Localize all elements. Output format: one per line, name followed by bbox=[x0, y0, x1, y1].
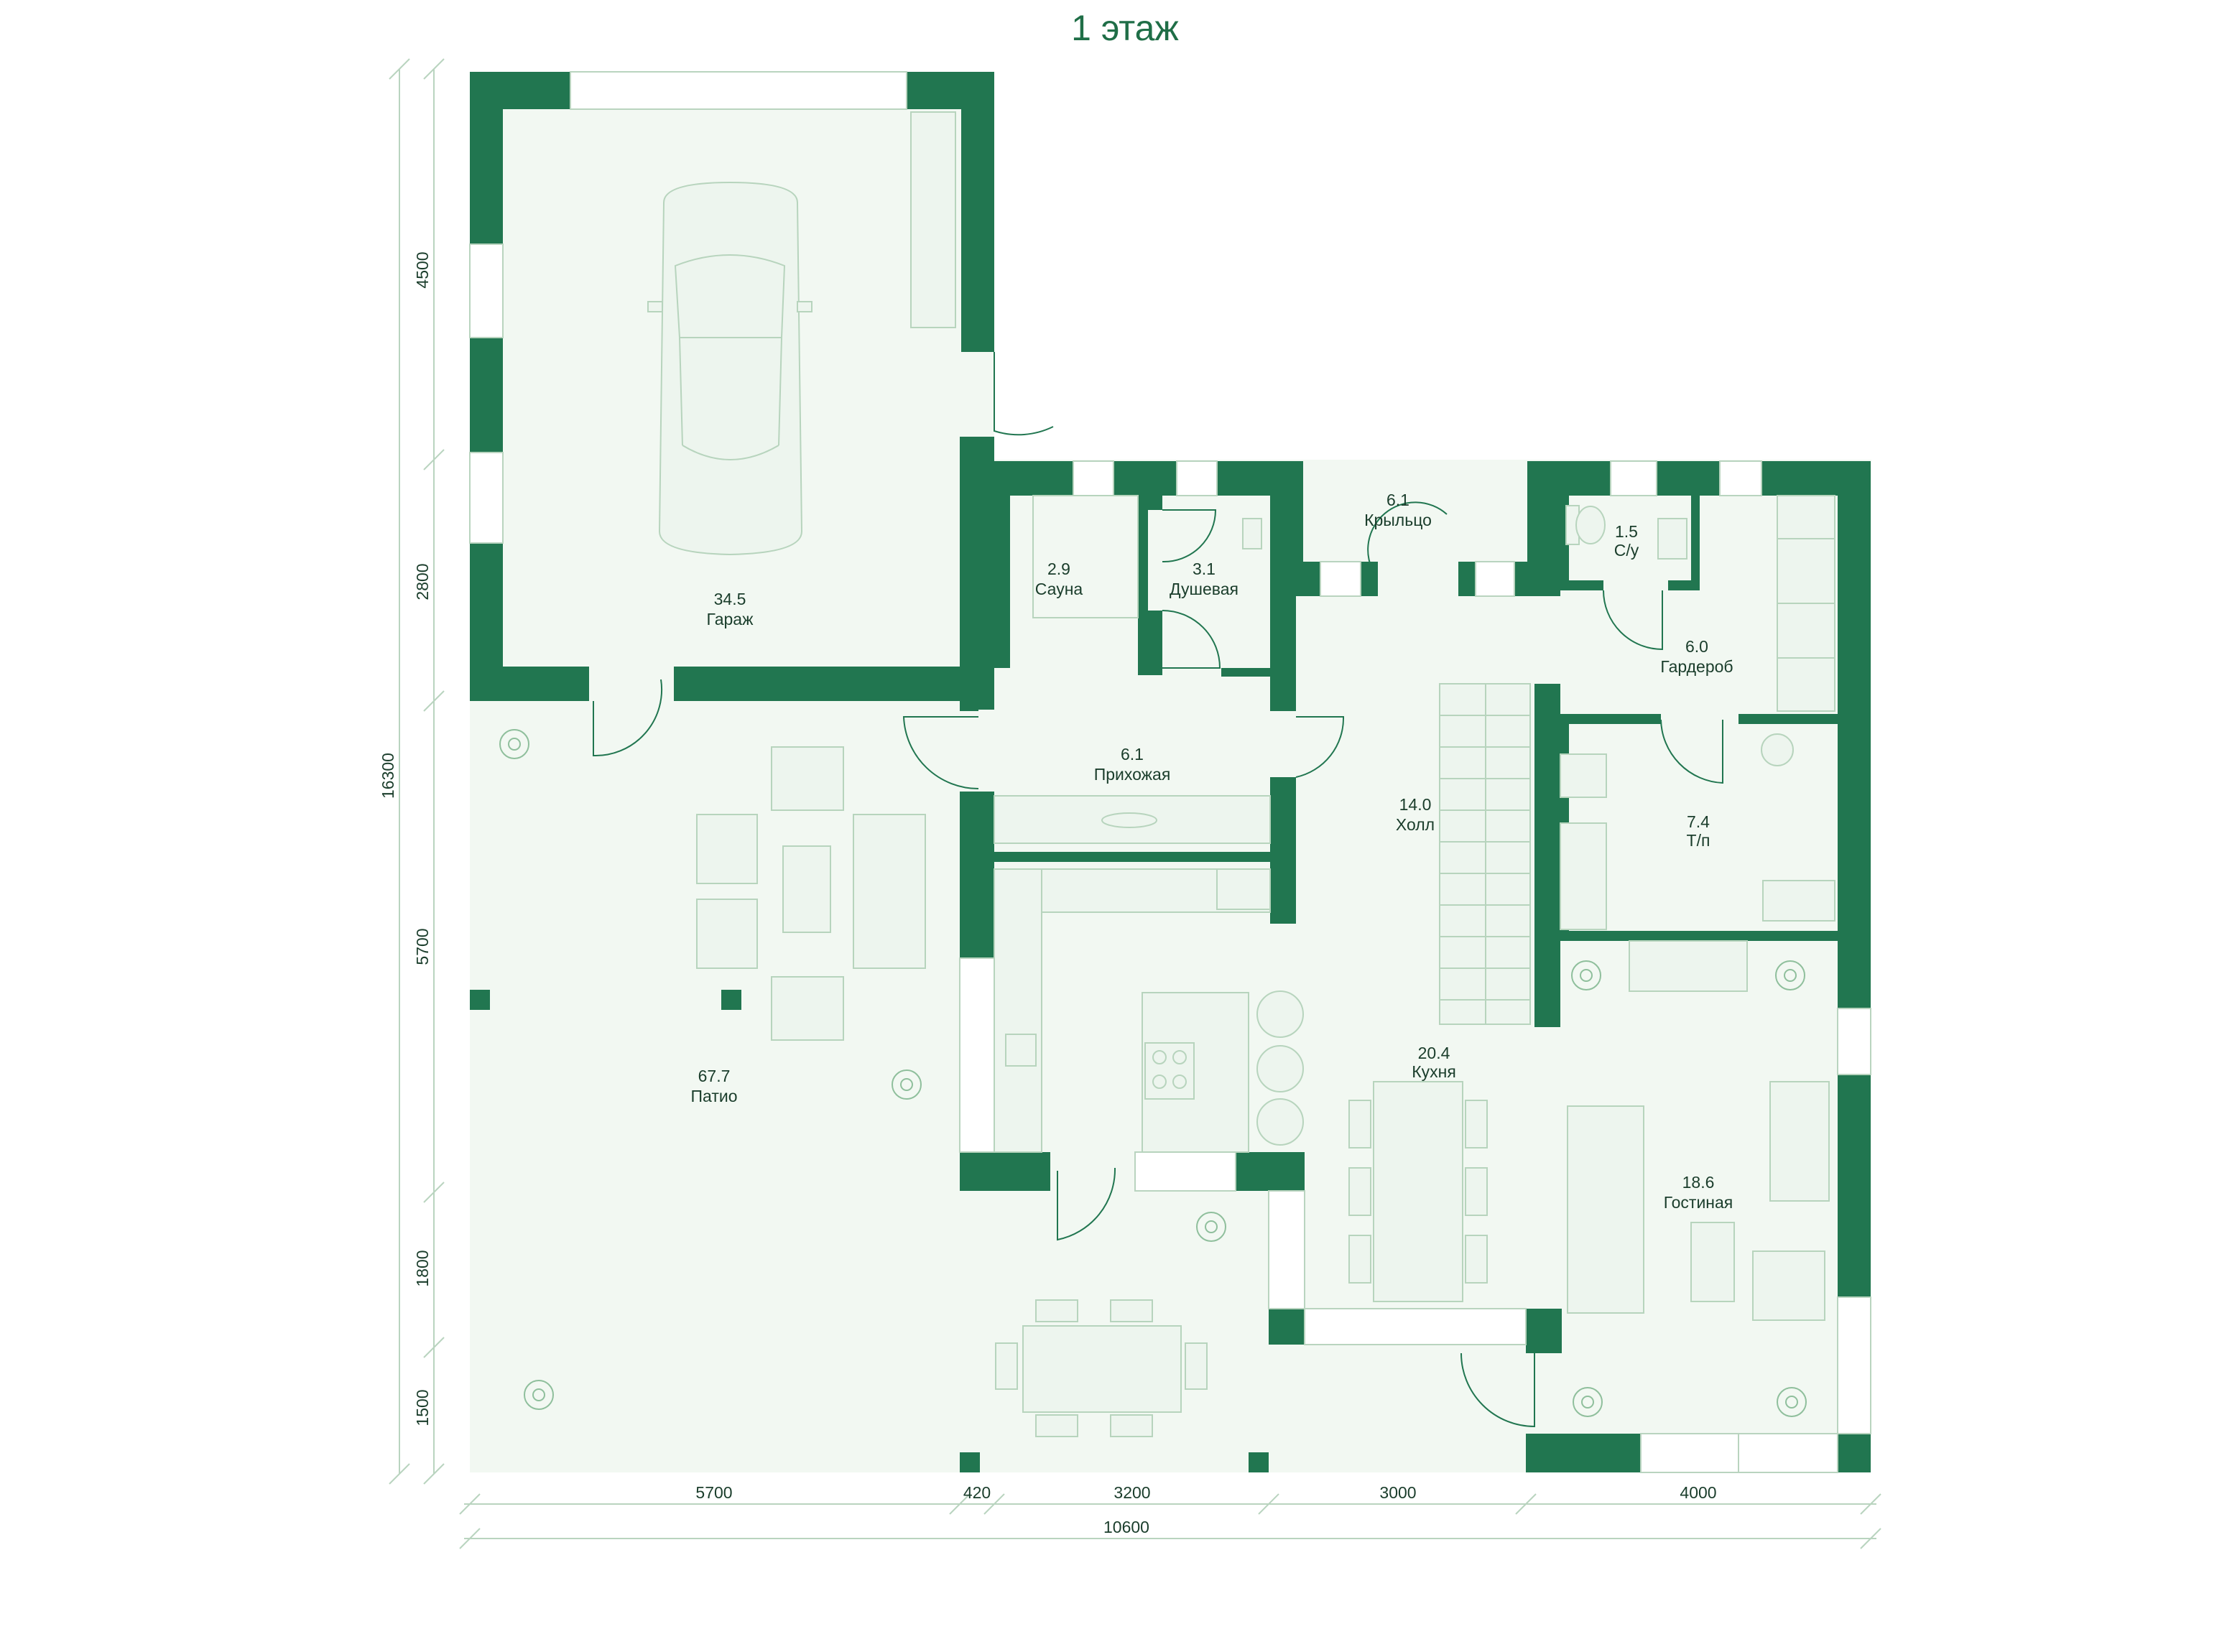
plant-icon bbox=[892, 1069, 922, 1100]
room-name-sauna: Сауна bbox=[1035, 580, 1083, 598]
room-name-garage: Гараж bbox=[707, 610, 754, 628]
dim-bottom-5: 4000 bbox=[1680, 1483, 1716, 1502]
dim-left-1: 4500 bbox=[413, 251, 432, 288]
room-area-boiler: 7.4 bbox=[1687, 812, 1710, 831]
car-icon bbox=[647, 181, 812, 556]
room-name-shower: Душевая bbox=[1170, 580, 1238, 598]
room-area-porch: 6.1 bbox=[1386, 491, 1409, 509]
room-area-kitchen: 20.4 bbox=[1418, 1044, 1450, 1062]
plant-icon bbox=[499, 729, 529, 759]
room-area-shower: 3.1 bbox=[1193, 560, 1216, 578]
plant-icon bbox=[1196, 1212, 1226, 1242]
staircase bbox=[1439, 683, 1531, 1025]
floor-title: 1 этаж bbox=[1071, 8, 1179, 48]
room-name-hall: Холл bbox=[1396, 815, 1435, 834]
room-area-wardrobe: 6.0 bbox=[1685, 637, 1708, 656]
dim-bottom-total: 10600 bbox=[1103, 1518, 1149, 1536]
room-labels: 34.5 Гараж 2.9 Сауна 3.1 Душевая 6.1 Кры… bbox=[691, 491, 1733, 1212]
plant-icon bbox=[1573, 1387, 1603, 1417]
plant-icon bbox=[524, 1380, 554, 1410]
room-name-kitchen: Кухня bbox=[1412, 1062, 1456, 1081]
room-name-patio: Патио bbox=[691, 1087, 738, 1105]
room-name-wc: С/у bbox=[1614, 541, 1639, 560]
room-area-hall: 14.0 bbox=[1399, 795, 1432, 814]
dim-bottom-1: 5700 bbox=[695, 1483, 732, 1502]
room-area-entry: 6.1 bbox=[1121, 745, 1144, 764]
dim-left-2: 2800 bbox=[413, 563, 432, 600]
doors bbox=[593, 352, 1723, 1428]
windows bbox=[469, 71, 1871, 1473]
plants bbox=[499, 729, 1807, 1417]
room-name-entry: Прихожая bbox=[1094, 765, 1171, 784]
plant-icon bbox=[1775, 960, 1805, 990]
dim-left-3: 5700 bbox=[413, 928, 432, 965]
plant-icon bbox=[1571, 960, 1601, 990]
furniture bbox=[647, 111, 1835, 1437]
room-name-wardrobe: Гардероб bbox=[1660, 657, 1733, 676]
room-area-sauna: 2.9 bbox=[1047, 560, 1070, 578]
room-name-boiler: Т/п bbox=[1687, 831, 1710, 850]
room-name-living: Гостиная bbox=[1664, 1193, 1733, 1212]
room-area-garage: 34.5 bbox=[714, 590, 746, 608]
dim-left-5: 1500 bbox=[413, 1389, 432, 1426]
plant-icon bbox=[1777, 1387, 1807, 1417]
room-area-living: 18.6 bbox=[1682, 1173, 1715, 1192]
dimension-lines bbox=[389, 58, 1881, 1549]
dimension-texts: 4500 2800 5700 1800 1500 16300 5700 420 … bbox=[379, 251, 1717, 1536]
room-area-wc: 1.5 bbox=[1615, 522, 1638, 541]
dim-bottom-2: 420 bbox=[963, 1483, 991, 1502]
dim-left-4: 1800 bbox=[413, 1250, 432, 1286]
room-area-patio: 67.7 bbox=[698, 1067, 731, 1085]
dim-left-total: 16300 bbox=[379, 753, 397, 799]
room-name-porch: Крыльцо bbox=[1364, 511, 1432, 529]
dim-bottom-4: 3000 bbox=[1379, 1483, 1416, 1502]
dim-bottom-3: 3200 bbox=[1114, 1483, 1150, 1502]
